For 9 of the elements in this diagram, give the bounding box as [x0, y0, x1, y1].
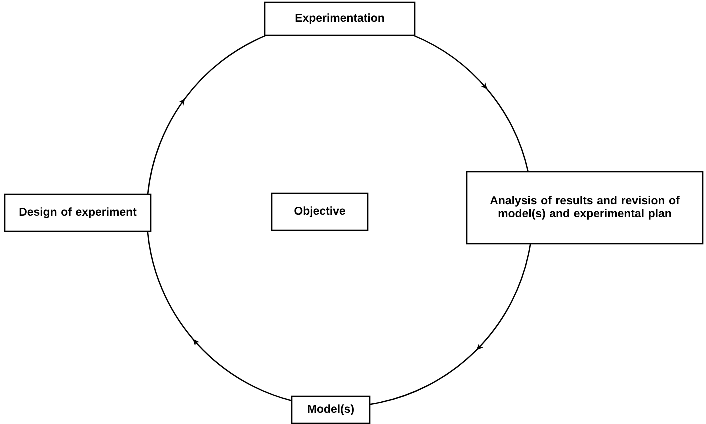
process-box: Design of experiment [4, 194, 152, 232]
arrow [147, 231, 292, 402]
arrow [370, 244, 532, 406]
process-box: Analysis of results and revision of model(s) and experimental plan [466, 171, 704, 245]
process-box: Objective [271, 192, 369, 232]
process-box: Experimentation [264, 2, 416, 36]
arrow [147, 34, 268, 195]
process-box: Model(s) [291, 396, 371, 424]
arrow [412, 34, 530, 172]
